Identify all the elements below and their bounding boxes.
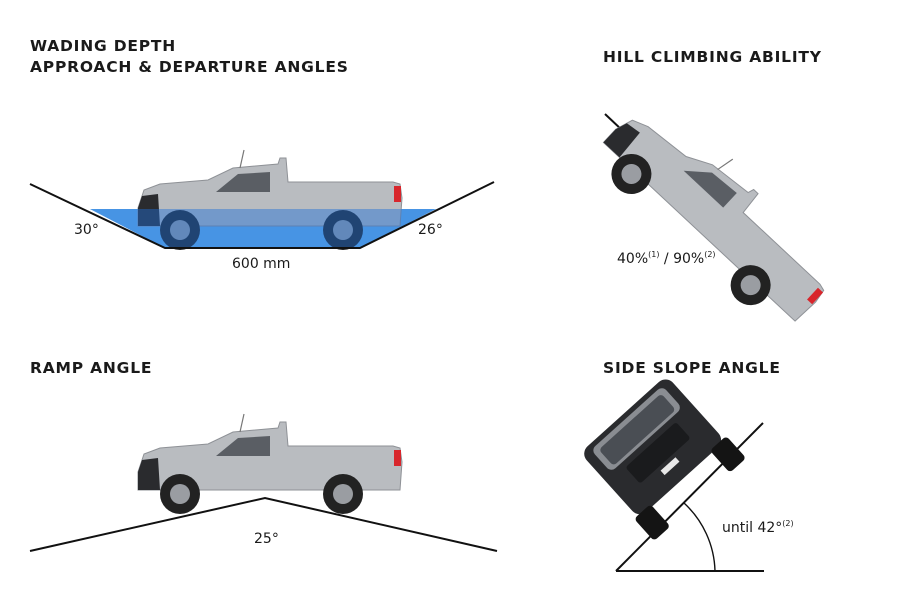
ramp-diagram — [29, 413, 498, 552]
hill-separator: / — [659, 251, 674, 267]
hill-value-1: 40% — [617, 251, 649, 267]
ramp-ground-line — [29, 496, 498, 552]
angle-arc — [683, 502, 716, 572]
side-slope-title: SIDE SLOPE ANGLE — [603, 359, 781, 377]
side-footnote: (2) — [782, 519, 794, 528]
approach-angle-label: 30° — [74, 222, 99, 238]
footnote-2: (2) — [704, 250, 716, 259]
wading-depth-label: 600 mm — [232, 256, 291, 272]
side-prefix: until — [722, 520, 758, 536]
hill-diagram — [586, 86, 849, 341]
truck-side-hill — [586, 86, 849, 341]
departure-angle-label: 26° — [418, 222, 443, 238]
side-angle: 42° — [757, 520, 783, 536]
hill-value-2: 90% — [673, 251, 705, 267]
wading-title-line2: APPROACH & DEPARTURE ANGLES — [30, 58, 349, 76]
side-slope-diagram — [584, 379, 764, 572]
side-slope-value: until 42°(2) — [722, 519, 794, 536]
wading-title-line1: WADING DEPTH — [30, 37, 177, 55]
wading-diagram — [29, 149, 495, 251]
hill-climbing-value: 40%(1) / 90%(2) — [617, 250, 716, 267]
hill-climbing-title: HILL CLIMBING ABILITY — [603, 48, 822, 66]
ramp-angle-label: 25° — [254, 531, 279, 547]
ramp-angle-title: RAMP ANGLE — [30, 359, 153, 377]
wading-title: WADING DEPTH APPROACH & DEPARTURE ANGLES — [30, 36, 349, 78]
wading-ground-line — [29, 181, 495, 249]
footnote-1: (1) — [648, 250, 660, 259]
truck-front-view — [584, 379, 745, 540]
water-overlay — [90, 209, 436, 248]
side-slope-incline — [615, 422, 764, 572]
